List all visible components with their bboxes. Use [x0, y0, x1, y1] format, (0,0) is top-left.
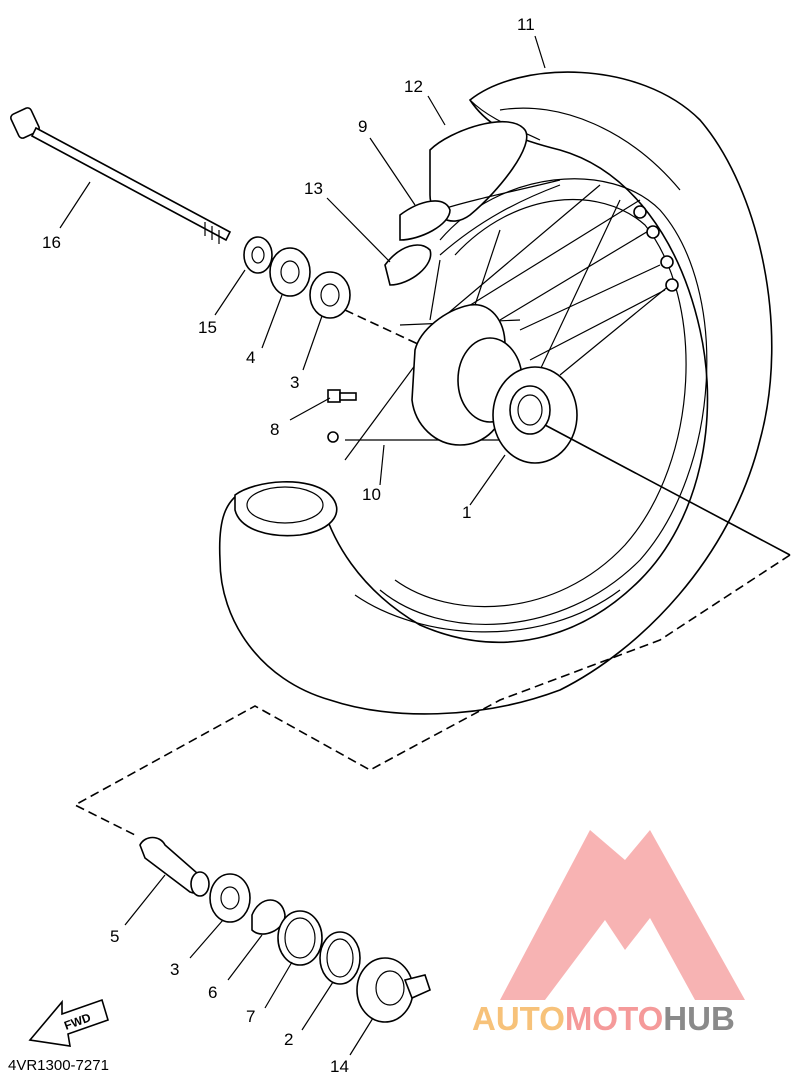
callouts: 11 12 9 13 16 15 4 3 8 10 1 5 3 6 7 2 14	[42, 15, 535, 1076]
diagram-code: 4VR1300-7271	[8, 1057, 109, 1074]
leader-lines	[59, 35, 546, 1056]
callout-1: 1	[462, 503, 471, 522]
callout-13: 13	[304, 179, 323, 198]
assembly-line	[73, 554, 791, 836]
watermark-text: AUTOMOTOHUB	[472, 1000, 735, 1038]
upper-bearings	[243, 236, 351, 319]
hub	[411, 303, 578, 464]
callout-8: 8	[270, 420, 279, 439]
axle	[10, 107, 232, 244]
watermark-auto: AUTO	[472, 1000, 565, 1037]
watermark-moto: MOTO	[564, 1000, 664, 1037]
callout-9: 9	[358, 117, 367, 136]
callout-3-lower: 3	[170, 960, 179, 979]
callout-3-upper: 3	[290, 373, 299, 392]
callout-14: 14	[330, 1057, 349, 1076]
callout-15: 15	[198, 318, 217, 337]
callout-12: 12	[404, 77, 423, 96]
fwd-arrow: FWD	[28, 998, 109, 1047]
callout-7: 7	[246, 1007, 255, 1026]
bolts	[327, 389, 357, 443]
rim	[354, 178, 708, 633]
callout-10: 10	[362, 485, 381, 504]
callout-16: 16	[42, 233, 61, 252]
watermark-hub: HUB	[663, 1000, 735, 1037]
axle-line-right	[544, 424, 791, 556]
callout-4: 4	[246, 348, 255, 367]
spoke-nipples	[633, 205, 679, 292]
valve-parts	[384, 200, 451, 286]
callout-6: 6	[208, 983, 217, 1002]
inner-tube	[234, 481, 338, 537]
lower-parts	[139, 836, 431, 1023]
callout-2: 2	[284, 1030, 293, 1049]
watermark-logo	[500, 830, 745, 1000]
axle-centerline	[344, 309, 421, 346]
callout-5: 5	[110, 927, 119, 946]
callout-11: 11	[517, 15, 535, 34]
